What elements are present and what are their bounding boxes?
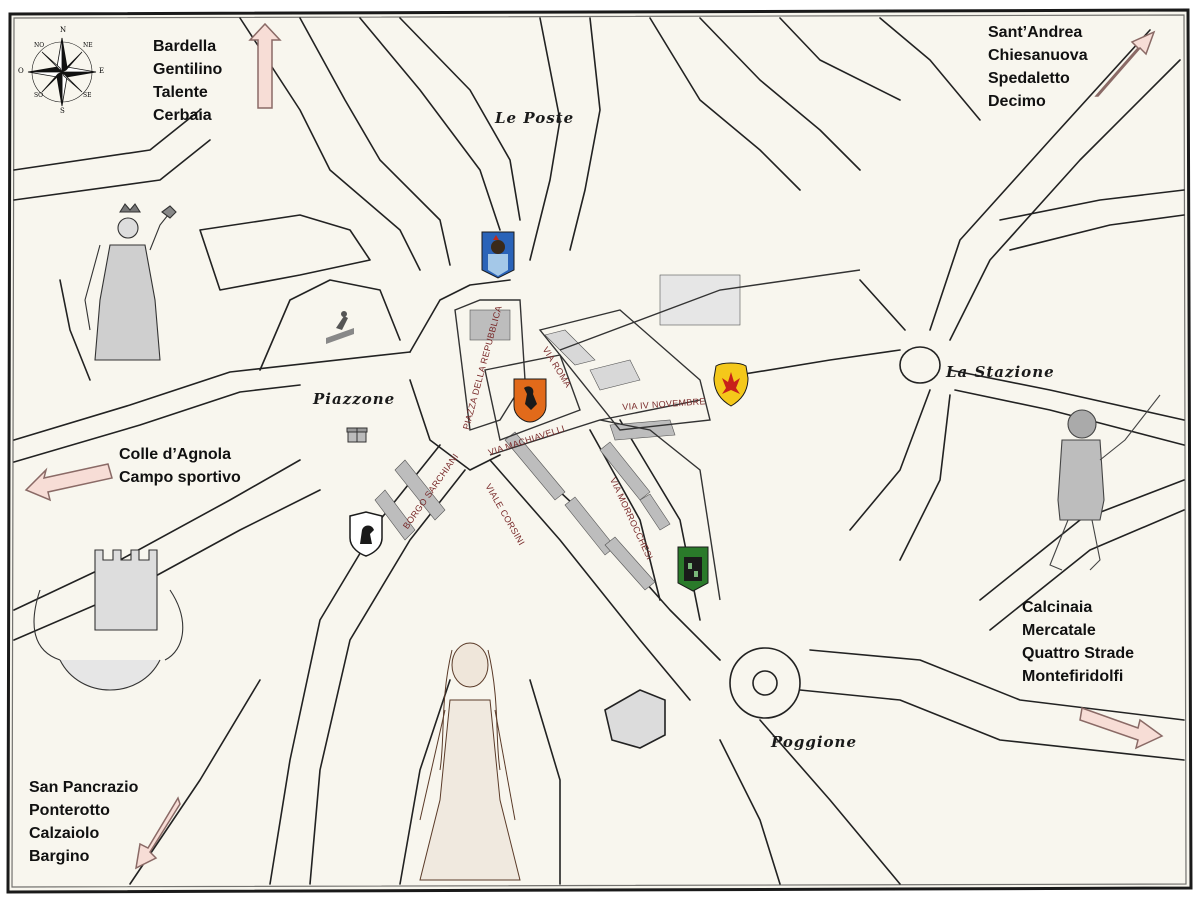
arrow-north	[248, 22, 282, 109]
destination-item: Montefiridolfi	[1022, 668, 1124, 685]
horse-crest-icon	[349, 511, 383, 557]
paper-border-inner	[11, 14, 1187, 888]
rooster-crest-icon	[481, 231, 515, 279]
compass-rose-icon	[27, 37, 97, 107]
lady-figure-icon	[419, 642, 521, 881]
tower-crest-icon	[677, 546, 709, 592]
road-network	[13, 17, 1185, 885]
roundabouts	[604, 346, 941, 749]
compass-label-s: S	[60, 107, 65, 115]
arrow-north-east	[1094, 30, 1156, 97]
destination-item: Campo sportivo	[119, 469, 241, 486]
knight-figure-icon	[1049, 394, 1161, 571]
compass-label-o: O	[18, 67, 24, 75]
destination-item: Bardella	[153, 38, 217, 55]
arrow-east	[1079, 706, 1164, 750]
destination-item: Talente	[153, 84, 208, 101]
destinations-north-east: Sant’Andrea Chiesanuova Spedaletto Decim…	[988, 21, 1088, 113]
place-le-poste: Le Poste	[495, 109, 575, 127]
destination-item: Calzaiolo	[29, 825, 100, 842]
direction-arrows	[24, 22, 1164, 870]
destination-item: Colle d’Agnola	[119, 446, 231, 463]
destination-item: Bargino	[29, 848, 90, 865]
place-poggione: Poggione	[771, 733, 858, 751]
compass-label-so: SO	[34, 92, 44, 99]
compass-label-e: E	[99, 67, 105, 75]
destinations-north: Bardella Gentilino Talente Cerbaia	[153, 35, 222, 127]
destinations-south-west: San Pancrazio Ponterotto Calzaiolo Bargi…	[29, 776, 138, 868]
destination-item: Cerbaia	[153, 107, 212, 124]
place-piazzone: Piazzone	[313, 390, 396, 408]
king-figure-icon	[84, 203, 177, 361]
building-blocks	[374, 274, 741, 591]
florence-lily-crest-icon	[713, 362, 749, 407]
destination-item: San Pancrazio	[29, 779, 139, 796]
destination-item: Ponterotto	[29, 802, 110, 819]
destination-item: Chiesanuova	[988, 47, 1088, 64]
inner-streets	[454, 269, 861, 601]
lion-crest-icon	[513, 378, 547, 423]
destination-item: Spedaletto	[988, 70, 1070, 87]
compass-label-no: NO	[34, 42, 45, 49]
compass-label-se: SE	[83, 92, 92, 99]
destination-item: Calcinaia	[1022, 599, 1093, 616]
destination-item: Decimo	[988, 93, 1046, 110]
destinations-west: Colle d’Agnola Campo sportivo	[119, 443, 241, 489]
arrow-south-west	[135, 796, 181, 870]
destination-item: Mercatale	[1022, 622, 1096, 639]
place-la-stazione: La Stazione	[946, 363, 1055, 381]
destination-item: Sant’Andrea	[988, 24, 1083, 41]
gift-icon	[346, 427, 368, 443]
destination-item: Quattro Strade	[1022, 645, 1135, 662]
compass-label-n: N	[60, 26, 67, 34]
compass-label-ne: NE	[83, 42, 93, 49]
paper-background	[6, 8, 1193, 894]
castle-crest-figure-icon	[33, 549, 184, 691]
destination-item: Gentilino	[153, 61, 223, 78]
statue-icon	[326, 311, 354, 344]
arrow-west	[24, 463, 113, 502]
destinations-east: Calcinaia Mercatale Quattro Strade Monte…	[1022, 596, 1134, 688]
